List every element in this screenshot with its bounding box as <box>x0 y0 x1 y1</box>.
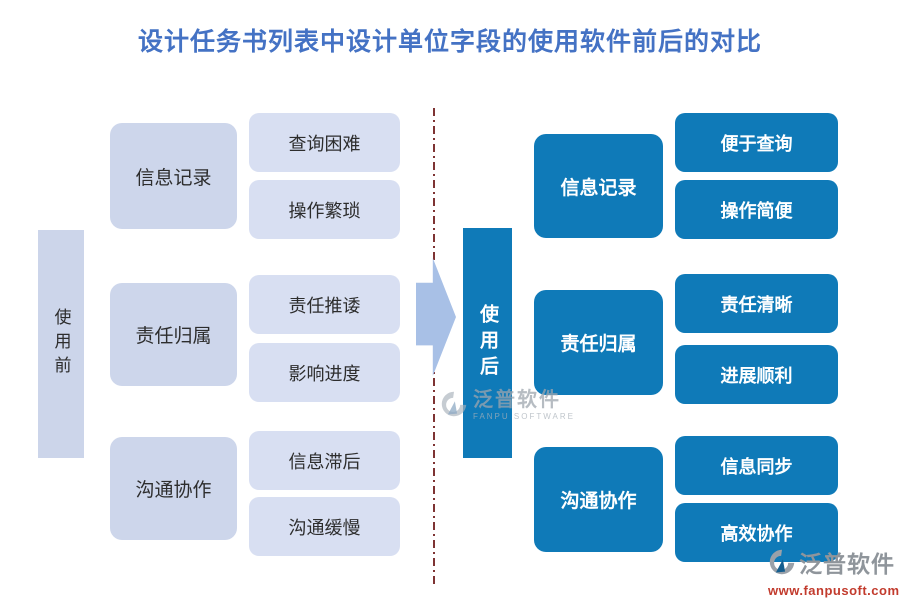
before-item: 沟通缓慢 <box>249 497 400 556</box>
after-item: 便于查询 <box>675 113 838 172</box>
before-category-responsibility: 责任归属 <box>110 283 237 386</box>
after-category-responsibility: 责任归属 <box>534 290 663 395</box>
after-item: 进展顺利 <box>675 345 838 404</box>
before-category-collaboration: 沟通协作 <box>110 437 237 540</box>
before-item: 责任推诿 <box>249 275 400 334</box>
brand-logo: 泛普软件 www.fanpusoft.com <box>768 548 900 598</box>
after-category-info-record: 信息记录 <box>534 134 663 238</box>
after-side-bar: 使用后 <box>463 228 512 458</box>
page-title: 设计任务书列表中设计单位字段的使用软件前后的对比 <box>137 28 762 56</box>
brand-logo-icon <box>768 548 796 581</box>
after-category-collaboration: 沟通协作 <box>534 447 663 552</box>
before-item: 操作繁琐 <box>249 180 400 239</box>
before-category-info-record: 信息记录 <box>110 123 237 229</box>
before-item: 查询困难 <box>249 113 400 172</box>
before-side-bar: 使用前 <box>38 230 84 458</box>
transform-arrow-icon <box>416 258 456 376</box>
after-item: 高效协作 <box>675 503 838 562</box>
after-item: 责任清晰 <box>675 274 838 333</box>
before-item: 信息滞后 <box>249 431 400 490</box>
before-item: 影响进度 <box>249 343 400 402</box>
brand-name: 泛普软件 <box>799 551 895 577</box>
after-item: 信息同步 <box>675 436 838 495</box>
brand-url: www.fanpusoft.com <box>768 583 900 598</box>
after-item: 操作简便 <box>675 180 838 239</box>
